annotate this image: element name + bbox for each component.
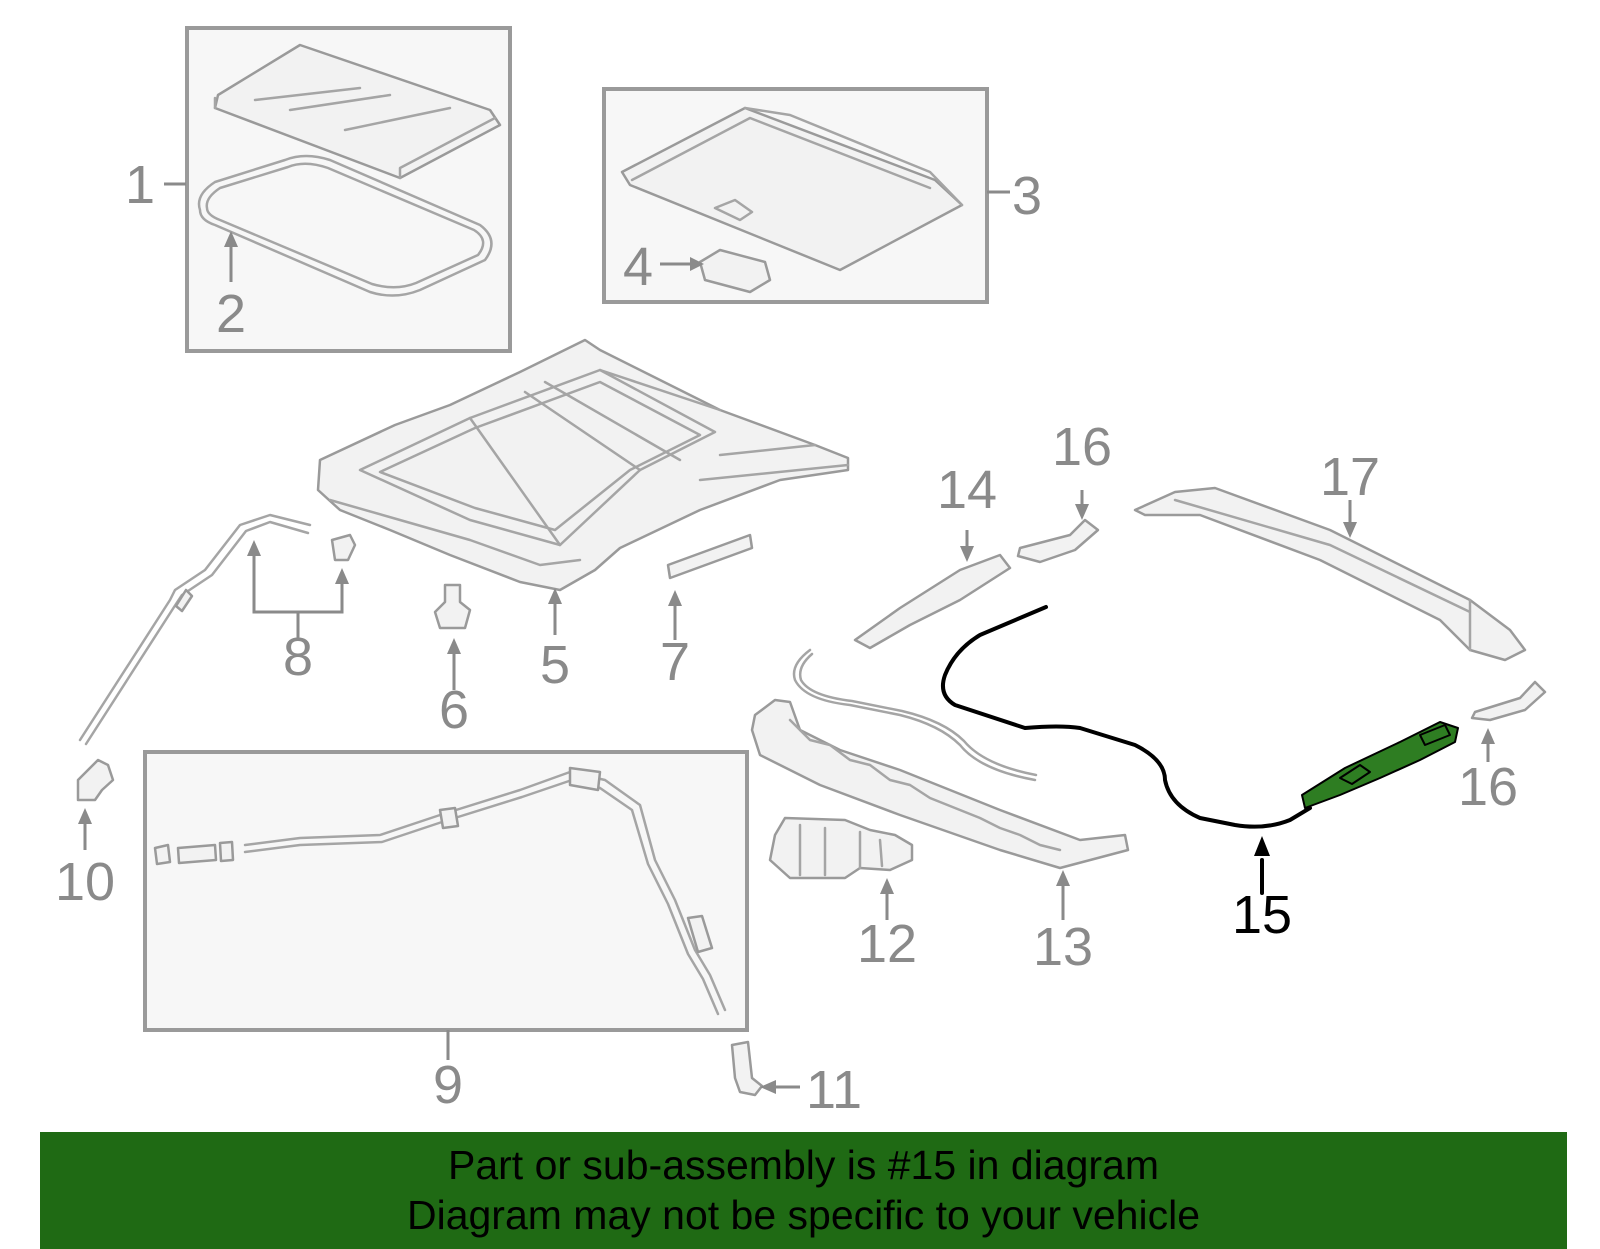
callout-10: 10 — [55, 852, 115, 912]
callout-13: 13 — [1033, 917, 1093, 977]
part-hose-clip — [330, 533, 357, 562]
banner-line-part: Part or sub-assembly is #15 in diagram — [448, 1142, 1159, 1188]
part-glass-seal — [197, 154, 493, 297]
group-box-rear-hose — [143, 750, 749, 1032]
callout-1: 1 — [125, 155, 155, 215]
arrow-13 — [1056, 870, 1070, 886]
callout-5: 5 — [540, 635, 570, 695]
callout-3: 3 — [1012, 166, 1042, 226]
arrow-7 — [668, 590, 682, 606]
part-15-slider-assembly-highlighted — [1301, 721, 1459, 809]
callout-12: 12 — [857, 914, 917, 974]
part-guide-rail-upper — [792, 553, 1038, 782]
part-hose-connector-front — [76, 758, 115, 802]
part-motor — [768, 816, 914, 880]
callout-2: 2 — [216, 284, 246, 344]
arrow-2 — [224, 231, 238, 247]
arrow-10 — [78, 808, 92, 824]
part-sunroof-housing — [316, 338, 850, 592]
arrow-8a — [247, 540, 261, 556]
arrow-14 — [960, 546, 974, 562]
callout-4: 4 — [623, 237, 653, 297]
callout-8: 8 — [283, 627, 313, 687]
arrow-16b — [1481, 728, 1495, 744]
part-shade-handle — [698, 248, 772, 294]
callout-7: 7 — [660, 632, 690, 692]
arrow-15 — [1254, 836, 1270, 856]
callout-6: 6 — [439, 680, 469, 740]
callout-11: 11 — [806, 1060, 862, 1120]
sunroof-parts-diagram: 1 2 3 4 5 6 7 8 9 10 11 12 13 14 15 16 1… — [55, 26, 1547, 1120]
part-drain-hose-front — [78, 513, 312, 746]
part-strip — [666, 533, 754, 580]
callout-9: 9 — [433, 1055, 463, 1115]
callout-16-lower: 16 — [1458, 757, 1518, 817]
arrow-8b — [335, 568, 349, 584]
arrow-17 — [1343, 522, 1357, 538]
part-rear-frame-rail — [1133, 486, 1527, 662]
arrow-6 — [447, 638, 461, 654]
banner-line-disclaimer: Diagram may not be specific to your vehi… — [406, 1192, 1200, 1238]
part-guide-rail-lower — [750, 698, 1130, 870]
callout-17: 17 — [1320, 447, 1380, 507]
arrow-11 — [760, 1080, 776, 1094]
part-sunshade — [620, 106, 964, 272]
part-drain-hose-rear — [153, 766, 727, 1016]
part-glass-panel — [213, 43, 502, 180]
part-hose-connector-rear — [730, 1040, 764, 1097]
arrow-5 — [548, 588, 562, 604]
part-bolt — [433, 583, 472, 630]
part-bracket-lower — [1470, 680, 1547, 722]
part-15-drive-cable-highlighted — [941, 605, 1312, 829]
arrow-16a — [1075, 504, 1089, 520]
leader-8 — [252, 550, 344, 614]
part-info-banner: Part or sub-assembly is #15 in diagram D… — [40, 1132, 1567, 1249]
callout-14: 14 — [937, 460, 997, 520]
arrow-12 — [880, 878, 894, 894]
part-bracket-upper — [1016, 518, 1100, 564]
arrow-4 — [690, 257, 704, 271]
callout-15: 15 — [1232, 885, 1292, 945]
callout-16-upper: 16 — [1052, 417, 1112, 477]
